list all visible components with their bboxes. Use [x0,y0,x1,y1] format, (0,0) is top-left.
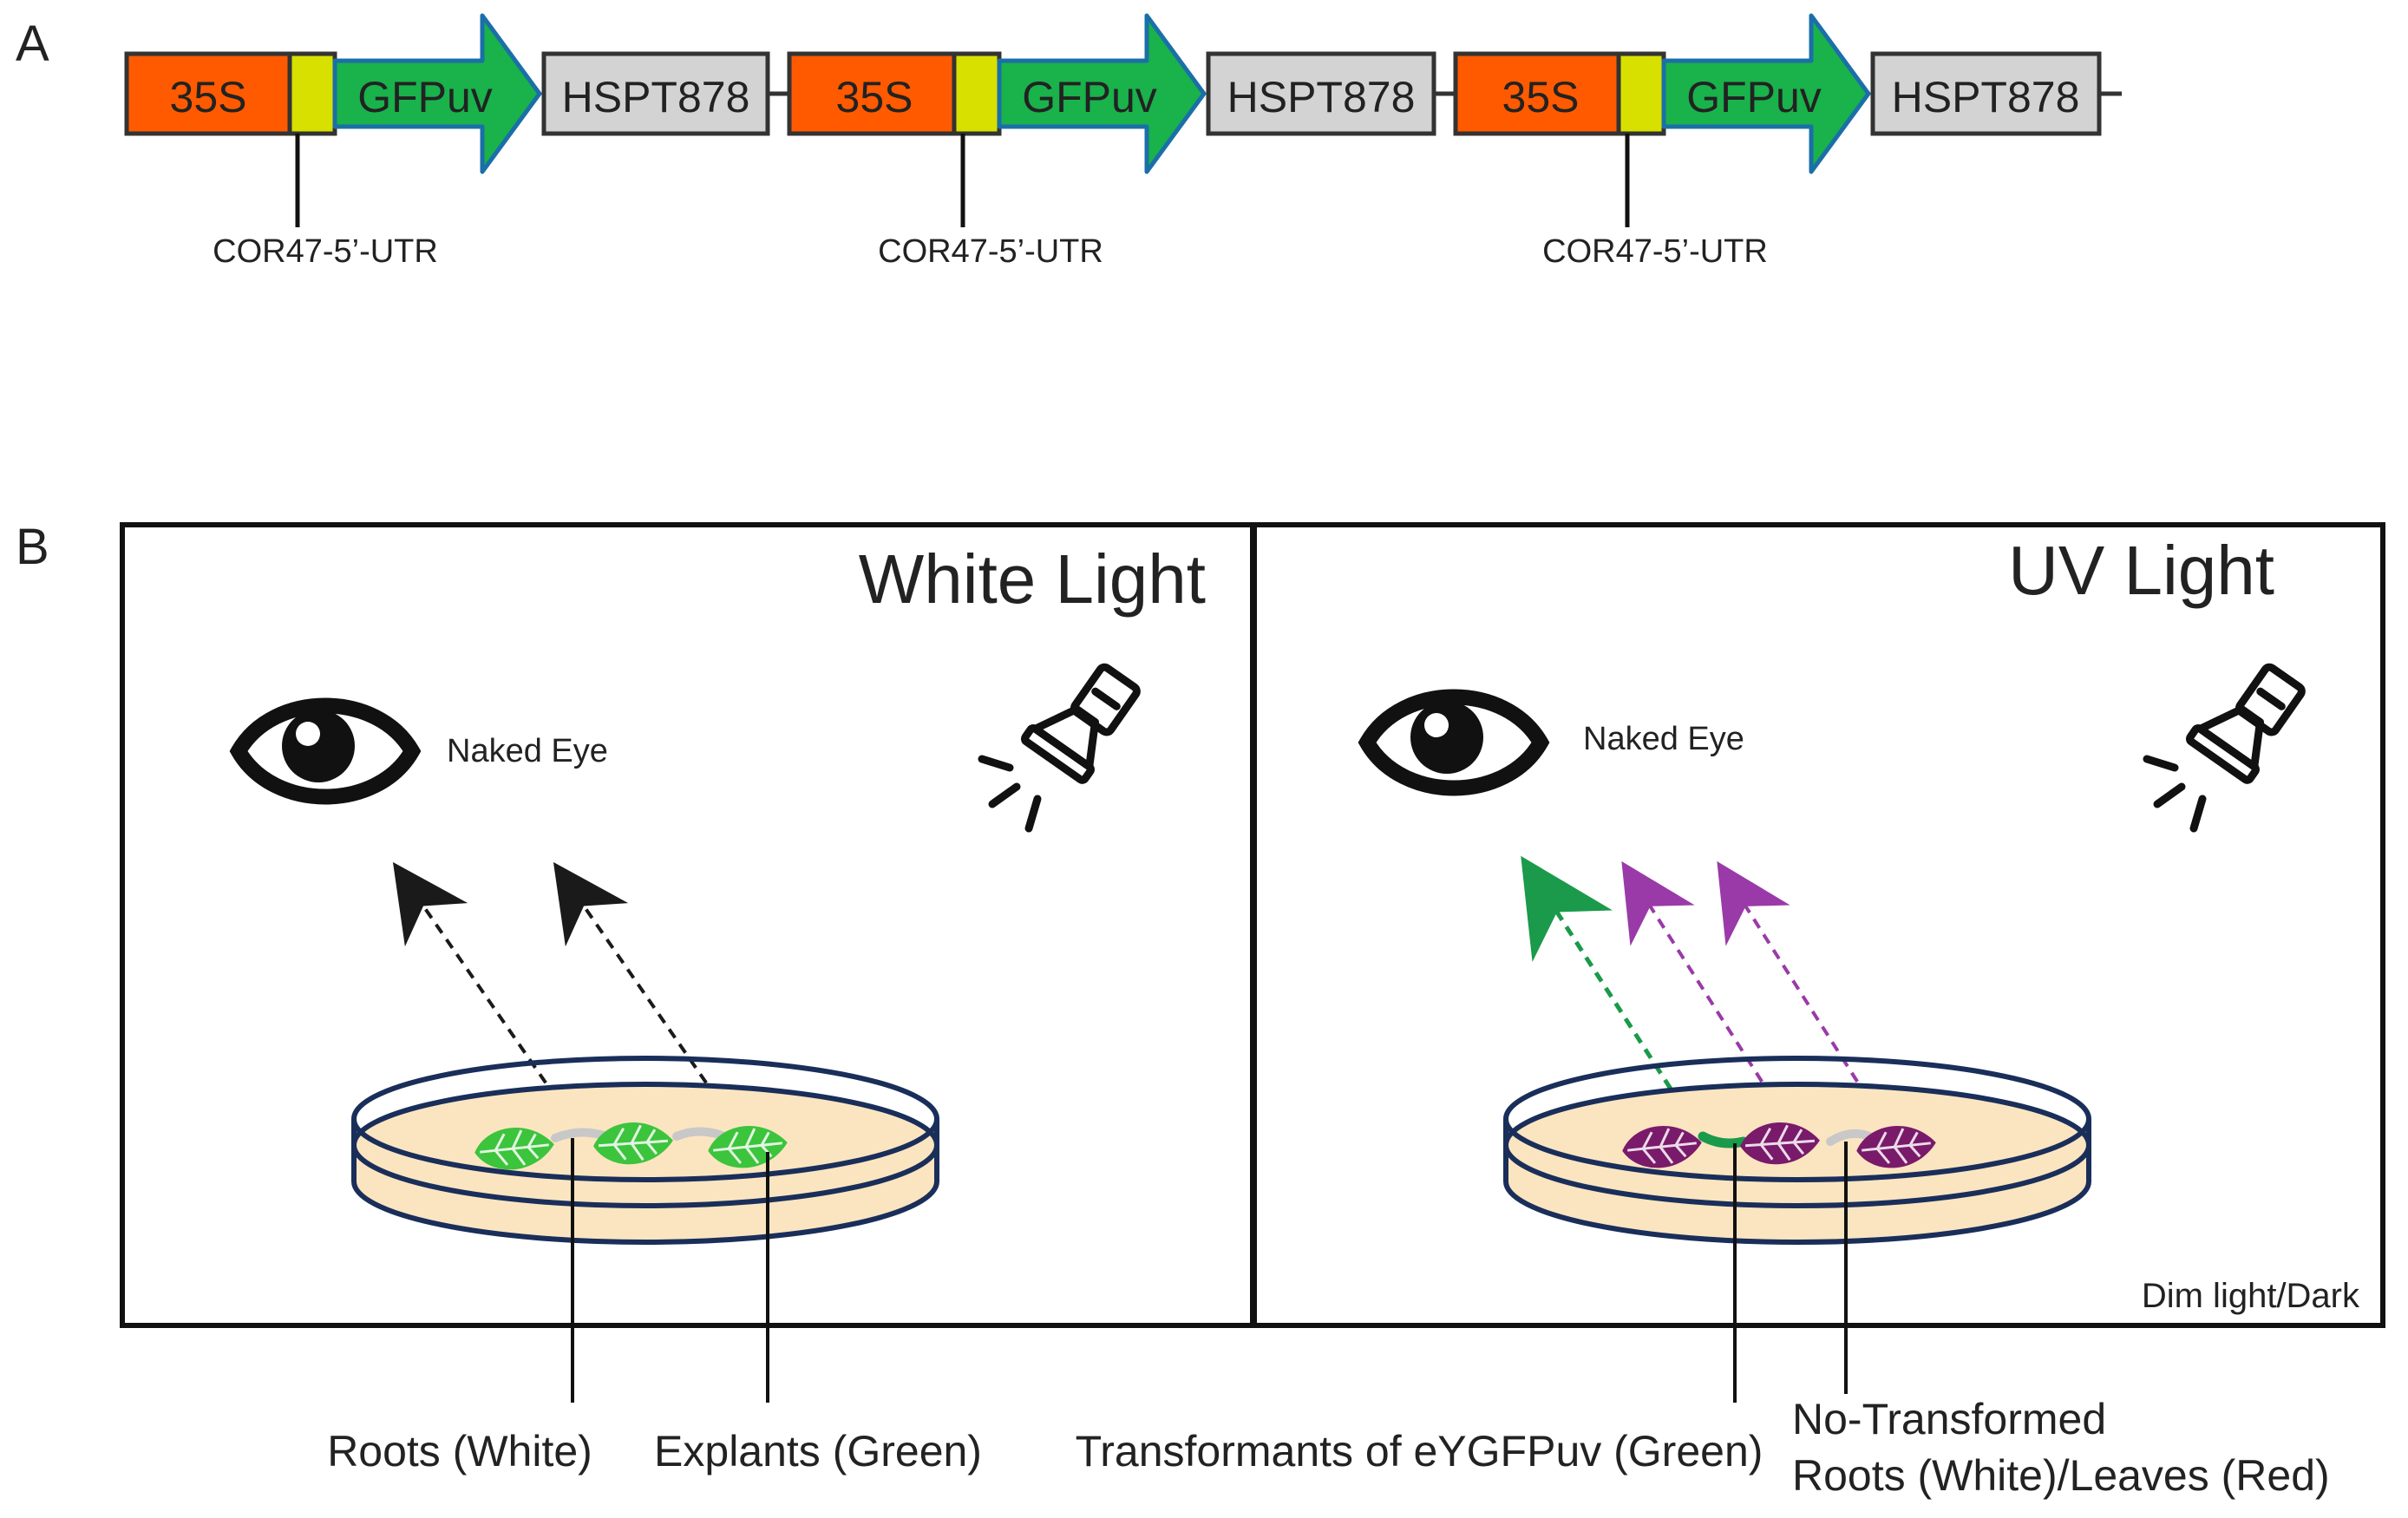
reporter-label: GFPuv [1686,73,1822,121]
nontransformed-label-line2: Roots (White)/Leaves (Red) [1792,1451,2330,1500]
gene-cassette-2: 35S GFPuv HSPT878 COR47-5’-UTR [787,13,1436,270]
eye-icon [239,706,412,797]
terminator-label: HSPT878 [1227,73,1416,121]
explants-label: Explants (Green) [654,1427,982,1475]
terminator-label: HSPT878 [1892,73,2080,121]
gfpuv-arrow [332,13,542,174]
panel-a-letter: A [16,16,49,72]
promoter-35s-box [124,51,292,136]
uv-light-panel: UV Light Naked Eye Dim light/Dark [1250,522,2385,1403]
white-light-panel: White Light Naked Eye [120,522,1256,1403]
transformants-label: Transformants of eYGFPuv (Green) [1076,1427,1763,1475]
eye-icon [1367,697,1541,788]
dim-light-note: Dim light/Dark [2142,1277,2360,1315]
promoter-label: 35S [836,73,913,121]
terminator-label: HSPT878 [562,73,750,121]
roots-label: Roots (White) [327,1427,592,1475]
utr-label: COR47-5’-UTR [878,233,1103,270]
gene-cassette-1: 35S GFPuv HSPT878 COR47-5’-UTR [124,13,770,270]
naked-eye-label: Naked Eye [447,733,608,769]
utr-box [1616,51,1666,136]
promoter-label: 35S [1502,73,1580,121]
utr-box [952,51,1002,136]
uv-light-title: UV Light [2008,532,2274,609]
promoter-35s-box [1453,51,1621,136]
reporter-label: GFPuv [1022,73,1157,121]
transformed-root-strand [1698,1131,1749,1148]
white-light-title: White Light [859,540,1206,618]
reflected-light-arrow [553,861,739,1129]
utr-label: COR47-5’-UTR [213,233,438,270]
reporter-label: GFPuv [357,73,493,121]
gfpuv-arrow [1661,13,1871,174]
terminator-box [1870,51,2102,136]
utr-label: COR47-5’-UTR [1542,233,1768,270]
reflected-light-arrow [392,861,579,1129]
uv-light-frame [1251,522,2385,1328]
gene-cassette-3: 35S GFPuv HSPT878 COR47-5’-UTR [1453,13,2102,270]
naked-eye-label: Naked Eye [1583,721,1744,757]
panel-b-letter: B [16,519,49,575]
nontransformed-label-line1: No-Transformed [1792,1395,2106,1443]
promoter-label: 35S [170,73,247,121]
gfpuv-arrow [997,13,1207,174]
utr-box [287,51,337,136]
terminator-box [541,51,770,136]
terminator-box [1206,51,1436,136]
